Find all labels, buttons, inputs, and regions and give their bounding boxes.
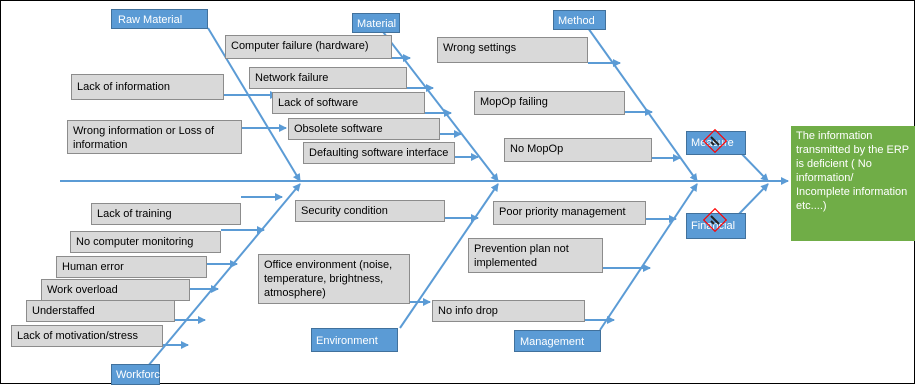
bone-environment [399, 183, 499, 329]
bone-measure [737, 149, 769, 182]
cause-box: Human error [56, 256, 207, 278]
cause-box: Prevention plan not implemented [468, 238, 603, 273]
cause-box: Wrong settings [437, 37, 588, 63]
cause-box: Lack of training [91, 203, 241, 225]
cause-box: Computer failure (hardware) [225, 35, 392, 59]
category-management: Management [514, 330, 601, 352]
cause-box: MopOp failing [474, 91, 625, 115]
cause-box: Work overload [41, 279, 190, 301]
category-financial: Financial [686, 213, 746, 239]
cause-box: Office environment (noise, temperature, … [258, 254, 410, 304]
effect-box: The information transmitted by the ERP i… [791, 126, 915, 241]
category-workforce: Workforce [111, 364, 166, 385]
cause-box: No MopOp [504, 138, 652, 162]
cause-box: Lack of software [272, 92, 425, 114]
bone-raw-material [207, 27, 301, 182]
category-environment: Environment [311, 328, 398, 352]
cause-box: Security condition [295, 200, 445, 222]
bone-financial [737, 183, 769, 216]
bone-workforce [147, 183, 301, 367]
cause-box: Wrong information or Loss of information [67, 120, 242, 154]
cause-box: No info drop [432, 300, 585, 322]
cause-box: Obsolete software [288, 118, 440, 140]
flag-marker-icon [702, 128, 728, 154]
cause-box: Defaulting software interface [303, 142, 455, 164]
category-method: Method [553, 10, 606, 30]
cause-box: Network failure [249, 67, 407, 89]
category-raw-material: Raw Material [111, 9, 208, 29]
cause-box: Understaffed [26, 300, 175, 322]
cause-box: Lack of motivation/stress [11, 325, 163, 347]
category-material: Material [352, 13, 400, 33]
cause-box: No computer monitoring [70, 231, 221, 253]
cause-box: Lack of information [71, 74, 224, 100]
cause-box: Poor priority management [493, 201, 646, 225]
flag-marker-icon [702, 207, 728, 233]
bone-management [599, 183, 698, 331]
